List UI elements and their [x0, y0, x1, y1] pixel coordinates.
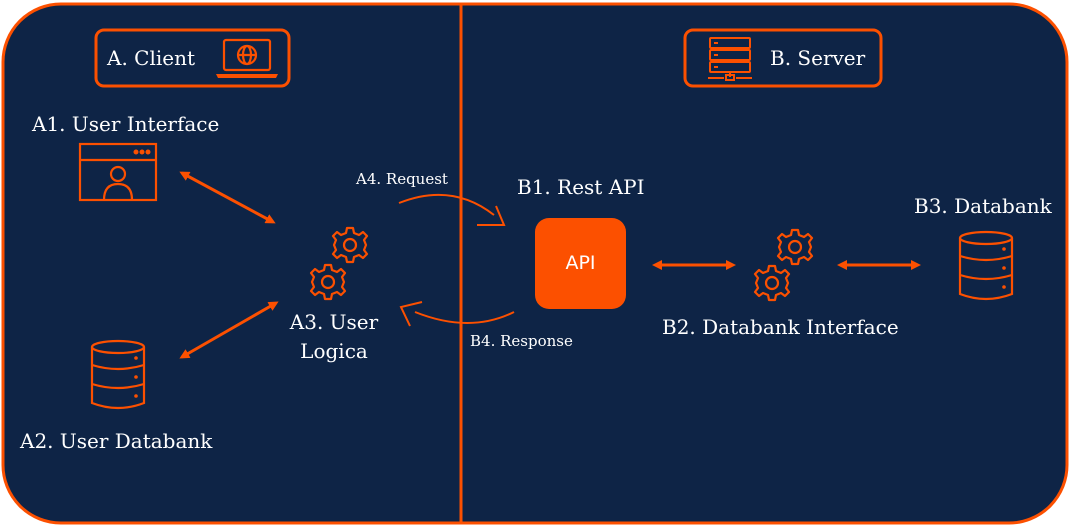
databank-logic-arrow	[179, 301, 279, 359]
server-rack-icon	[708, 37, 752, 81]
laptop-globe-icon	[216, 38, 278, 78]
api-box: API	[535, 218, 626, 309]
client-header-box	[94, 28, 291, 88]
response-arrow	[414, 311, 515, 324]
response-label: B4. Response	[470, 332, 573, 350]
browser-window-user-icon	[78, 142, 158, 202]
ui-logic-arrow	[179, 171, 276, 224]
response-arrow-head	[399, 301, 423, 327]
request-arrow	[398, 193, 495, 216]
rest-api-label: B1. Rest API	[517, 175, 645, 199]
server-header-box	[683, 28, 883, 88]
request-arrow-head	[477, 205, 506, 226]
server-header-label: B. Server	[770, 46, 866, 70]
user-logic-label-line1: A3. User	[289, 310, 379, 334]
user-logic-label-line2: Logica	[300, 339, 368, 363]
user-databank-label: A2. User Databank	[20, 429, 213, 453]
user-interface-label: A1. User Interface	[32, 112, 220, 136]
api-box-label: API	[565, 252, 596, 274]
request-label: A4. Request	[356, 170, 448, 188]
databank-interface-label: B2. Databank Interface	[662, 315, 899, 339]
client-header-label: A. Client	[107, 46, 196, 70]
databank-label: B3. Databank	[914, 194, 1052, 218]
